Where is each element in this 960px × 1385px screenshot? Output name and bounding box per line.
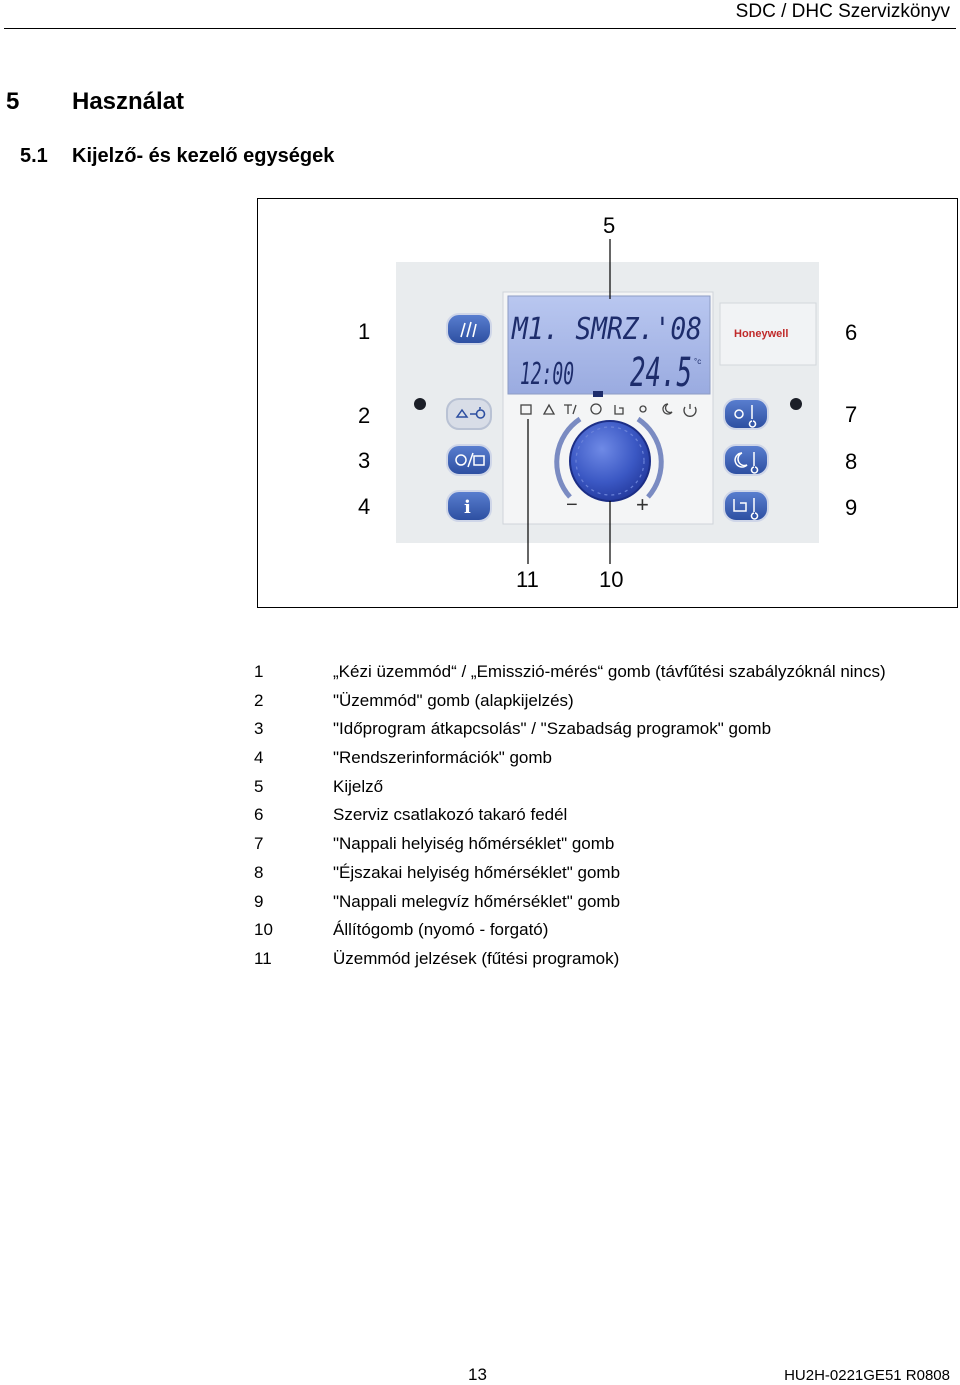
legend-text: "Éjszakai helyiség hőmérséklet" gomb <box>333 862 621 882</box>
header-rule <box>4 28 956 29</box>
lcd-line1: M1. SMRZ.'08 <box>511 312 702 347</box>
sun-icon <box>734 409 744 419</box>
legend-text: "Üzemmód" gomb (alapkijelzés) <box>333 690 574 710</box>
legend-number: 8 <box>254 862 264 882</box>
legend-number: 1 <box>254 662 264 681</box>
subsection-number: 5.1 <box>20 145 48 167</box>
legend-text: Szerviz csatlakozó takaró fedél <box>333 805 568 825</box>
suitcase-icon <box>520 404 532 415</box>
lcd-display <box>507 295 711 395</box>
legend-number: 10 <box>254 920 273 940</box>
info-icon: i <box>464 497 471 518</box>
party-icon <box>564 404 577 415</box>
callout-7: 7 <box>845 402 857 427</box>
legend-text: „Kézi üzemmód“ / „Emisszió-mérés“ gomb (… <box>333 662 886 681</box>
button-night-room-temp[interactable] <box>723 444 769 476</box>
button-day-room-temp[interactable] <box>723 398 769 430</box>
legend-number: 2 <box>254 690 264 710</box>
thermometer-icon <box>748 405 757 428</box>
brand-logo: Honeywell <box>734 328 788 340</box>
legend-number: 6 <box>254 805 264 825</box>
mode-icons-row <box>520 403 697 417</box>
legend-number: 4 <box>254 748 264 768</box>
button-operating-mode[interactable] <box>446 398 492 430</box>
legend-text: Üzemmód jelzések (fűtési programok) <box>333 948 620 968</box>
running-header-title: SDC / DHC Szervizkönyv <box>735 1 950 22</box>
legend-number: 9 <box>254 891 264 911</box>
legend-text: "Rendszerinformációk" gomb <box>333 748 552 768</box>
legend-number: 11 <box>254 948 272 968</box>
knob-minus-label: − <box>566 494 578 516</box>
button-time-program[interactable] <box>446 444 492 476</box>
home-icon <box>542 403 556 415</box>
clock-icon <box>455 454 467 466</box>
legend-text: Kijelző <box>333 776 384 796</box>
callout-6: 6 <box>845 320 857 345</box>
subsection-title: Kijelző- és kezelő egységek <box>72 145 335 167</box>
page-number: 13 <box>468 1365 487 1384</box>
controller-figure: M1. SMRZ.'08 12:00 24.5 °c Honeywell <box>257 198 958 608</box>
knob-plus-label: + <box>636 492 649 517</box>
lcd-temperature: 24.5 <box>630 350 692 396</box>
callout-8: 8 <box>845 449 857 474</box>
hand-icon <box>460 321 477 338</box>
knob-grip-ring <box>575 426 645 496</box>
section-number: 5 <box>6 88 20 115</box>
callout-3: 3 <box>358 448 370 473</box>
suitcase-icon <box>473 455 485 466</box>
callout-1: 1 <box>358 319 370 344</box>
legend-number: 5 <box>254 776 264 796</box>
standby-icon <box>683 404 697 417</box>
legend-text: "Nappali melegvíz hőmérséklet" gomb <box>333 891 621 911</box>
callout-2: 2 <box>358 403 370 428</box>
button-manual-mode[interactable] <box>446 313 492 345</box>
lcd-time: 12:00 <box>520 357 574 392</box>
legend-text: "Nappali helyiség hőmérséklet" gomb <box>333 834 615 854</box>
button-system-info[interactable]: i <box>446 490 492 522</box>
legend-text: Állítógomb (nyomó - forgató) <box>333 920 549 940</box>
legend-text: "Időprogram átkapcsolás" / "Szabadság pr… <box>333 719 772 739</box>
callout-leader-lines <box>527 239 611 564</box>
callout-9: 9 <box>845 495 857 520</box>
mode-switch-icon <box>455 407 486 419</box>
moon-icon <box>734 452 748 468</box>
legend-number: 7 <box>254 834 264 854</box>
status-led-right <box>790 398 802 410</box>
status-led-left <box>414 398 426 410</box>
thermometer-icon <box>750 498 759 520</box>
knob-arc-right <box>636 416 664 499</box>
legend-number: 3 <box>254 719 264 739</box>
callout-10: 10 <box>599 567 623 592</box>
slash-icon <box>467 452 474 468</box>
callout-11: 11 <box>516 567 539 592</box>
moon-icon <box>662 403 673 415</box>
lcd-unit: °c <box>694 357 701 366</box>
controller-illustration: M1. SMRZ.'08 12:00 24.5 °c Honeywell <box>358 213 857 592</box>
callout-5: 5 <box>603 213 615 238</box>
service-cover <box>719 302 817 366</box>
hot-water-icon <box>733 499 747 512</box>
lcd-indicator-mark <box>593 391 603 397</box>
clock-icon <box>590 403 602 415</box>
button-dhw-temp[interactable] <box>723 490 769 522</box>
section-title: Használat <box>72 88 185 115</box>
thermometer-icon <box>750 452 759 474</box>
document-code: HU2H-0221GE51 R0808 <box>784 1367 950 1384</box>
hot-water-icon <box>614 405 624 415</box>
adjustment-knob[interactable] <box>569 420 651 502</box>
knob-arc-left <box>554 416 582 499</box>
callout-4: 4 <box>358 494 370 519</box>
sun-icon <box>639 405 647 413</box>
